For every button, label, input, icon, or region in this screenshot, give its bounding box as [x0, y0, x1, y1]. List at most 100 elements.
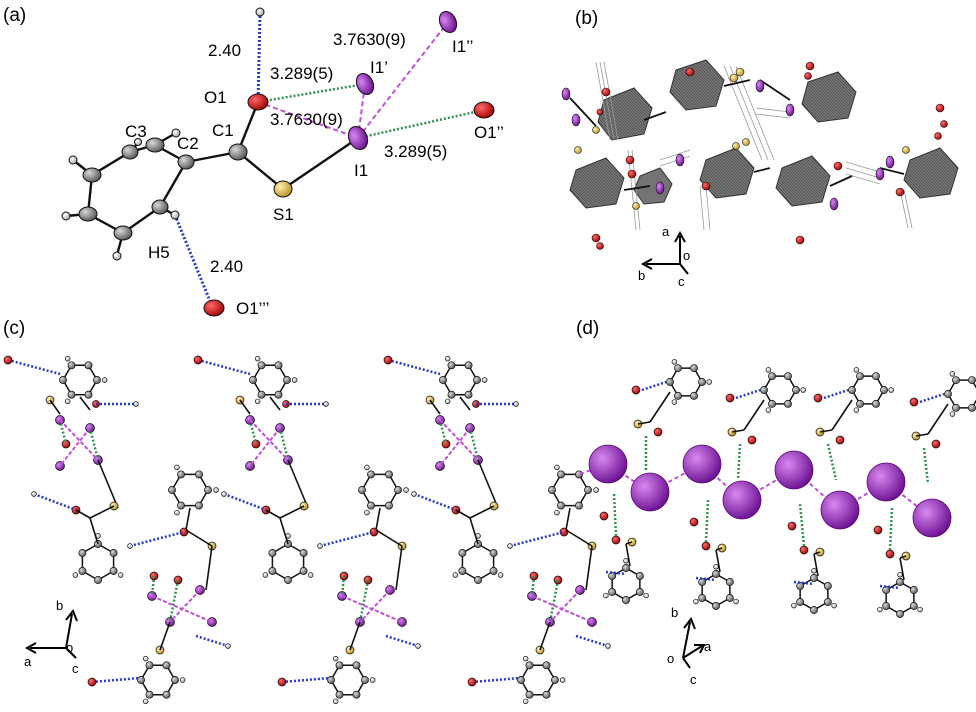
atom-c — [823, 582, 832, 590]
atom-i1p — [355, 72, 375, 96]
atom-o — [277, 677, 287, 687]
atom-h — [559, 677, 566, 683]
atom-c — [94, 576, 102, 584]
axis-b-left: b — [638, 268, 645, 283]
atom-i-large — [682, 444, 722, 484]
bond — [205, 545, 213, 591]
contact — [58, 419, 68, 445]
atom-c — [698, 594, 707, 602]
packing-c — [3, 355, 611, 705]
atom-h — [134, 138, 142, 146]
chalcogen-o1-i1p — [257, 82, 366, 104]
atom-c — [575, 501, 583, 510]
bond — [265, 509, 281, 519]
panel-c-label: (c) — [3, 318, 25, 339]
atom-c — [525, 661, 534, 670]
bond — [375, 507, 381, 531]
atom-c — [274, 390, 283, 399]
atom-i — [207, 617, 217, 627]
contact — [150, 575, 156, 597]
bond — [899, 557, 905, 581]
label-o1pp: O1’’ — [474, 123, 504, 142]
bond — [715, 547, 723, 551]
stack-unit — [383, 355, 611, 705]
atom-s1 — [273, 180, 293, 198]
atom-h — [364, 464, 370, 471]
contact — [340, 575, 346, 597]
dist-i1-i1pp: 3.7630(9) — [333, 30, 406, 49]
atom-c — [257, 361, 266, 370]
bond — [185, 507, 191, 531]
atom-h — [68, 155, 78, 165]
atom-c — [551, 676, 559, 684]
atom-c — [768, 372, 776, 381]
atom-h — [853, 407, 860, 413]
axis-d-up: b — [671, 605, 678, 620]
atom-c — [145, 661, 154, 670]
atom-c — [458, 567, 467, 575]
panel-b-label: (b) — [575, 8, 598, 29]
panel-c: (c) b a o c — [3, 318, 611, 705]
atom-h — [262, 572, 269, 578]
halogen-o1-i1 — [257, 101, 359, 139]
atom-c — [674, 364, 682, 373]
atom-c — [784, 399, 792, 408]
bond — [279, 505, 305, 519]
atom-c — [358, 486, 366, 494]
stack-unit — [3, 355, 231, 705]
halogen-i1-i1pp — [357, 21, 449, 139]
atom-c — [162, 661, 171, 670]
contact — [33, 492, 77, 512]
contact — [826, 443, 838, 481]
atom-o — [813, 393, 823, 403]
bond — [743, 399, 765, 431]
atom-c — [274, 361, 283, 370]
panel-b: (b) — [561, 8, 959, 289]
atom-labels-a: O1 C1 C2 C3 S1 H5 I1 I1’ I1’’ O1’’ O1’’’ — [125, 37, 504, 318]
atom-o1ppp — [203, 299, 225, 317]
atom-o — [835, 435, 845, 445]
atom-c — [796, 598, 805, 606]
atom-h — [31, 491, 37, 497]
contact — [605, 570, 627, 576]
contact — [168, 579, 180, 623]
contact — [278, 427, 290, 461]
atom-h — [605, 643, 611, 649]
atom-o — [787, 521, 797, 531]
atom-c — [177, 501, 185, 510]
atom-h — [72, 572, 79, 578]
atom-c — [257, 390, 266, 399]
atom-h — [61, 211, 71, 221]
atom-c — [608, 588, 617, 596]
label-i1pp: I1’’ — [452, 37, 473, 56]
bond — [715, 549, 721, 573]
atom-c — [447, 361, 456, 370]
atom-o1pp — [473, 101, 495, 119]
axis-b-down: c — [678, 274, 685, 289]
atom-c — [968, 376, 976, 385]
atom-o — [747, 435, 757, 445]
atom-h — [765, 407, 772, 413]
atom-h — [671, 399, 678, 405]
atom-c — [168, 486, 176, 494]
atom-h — [444, 355, 451, 362]
bond — [565, 529, 593, 547]
contact — [7, 358, 61, 376]
molecule-lower — [873, 507, 923, 618]
atom-h — [415, 643, 421, 649]
atom-o — [3, 355, 13, 365]
atom-i — [397, 617, 407, 627]
atom-c — [458, 549, 467, 557]
atom-h — [949, 411, 956, 417]
bond — [637, 421, 651, 425]
atom-c2 — [177, 154, 195, 170]
contact — [548, 579, 560, 623]
atom-o — [653, 427, 663, 437]
atom-h — [403, 487, 409, 493]
atom-c — [93, 376, 101, 384]
atom-c — [204, 486, 212, 494]
atom-h — [369, 677, 376, 683]
atom-h — [671, 359, 678, 365]
contact — [319, 530, 375, 548]
bond — [79, 396, 91, 411]
